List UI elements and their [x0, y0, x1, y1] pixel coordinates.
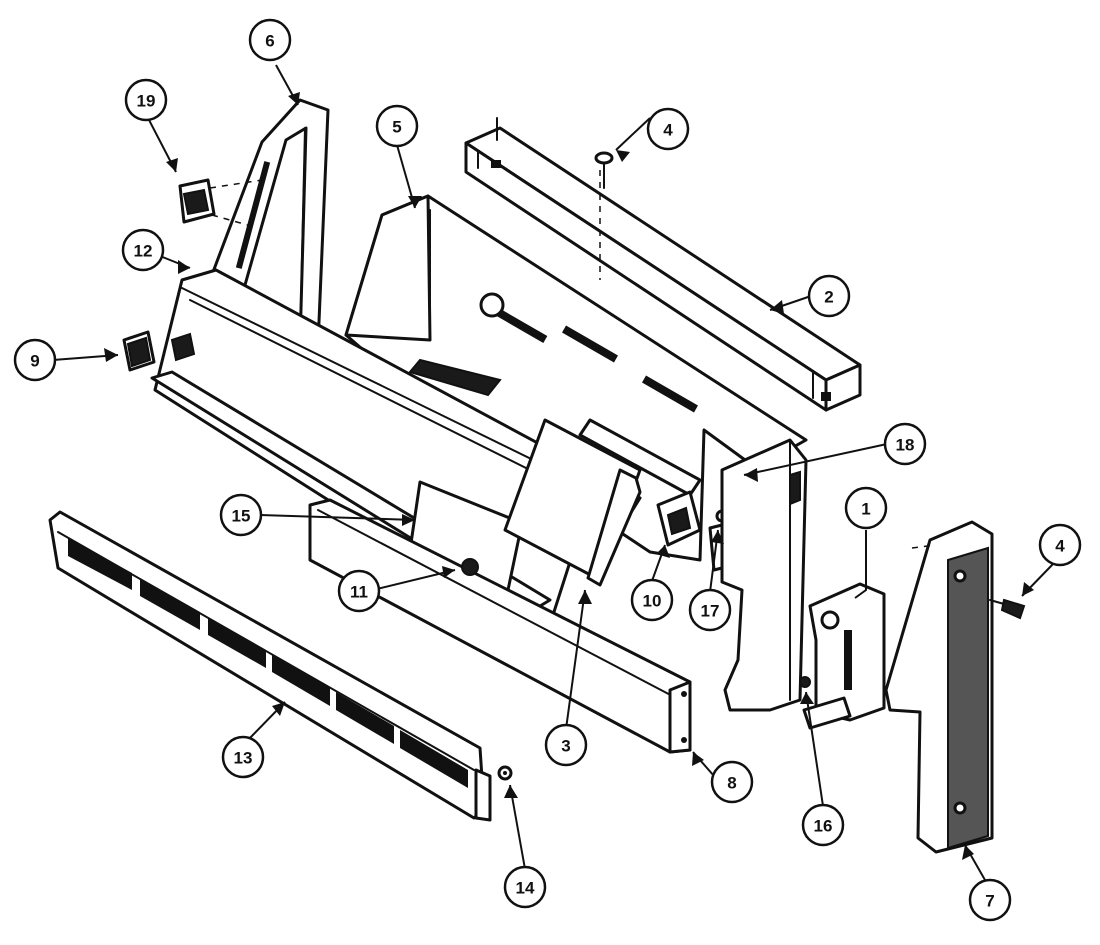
callout-4-right: 4 — [1038, 523, 1082, 567]
callout-10: 10 — [630, 578, 674, 622]
part-13-grille — [48, 510, 492, 822]
part-14-screw — [497, 765, 513, 781]
part-4-screw-top — [594, 151, 614, 189]
callout-9: 9 — [13, 338, 57, 382]
callout-6: 6 — [248, 18, 292, 62]
part-11-knob — [461, 558, 479, 576]
callout-13-label: 13 — [234, 749, 253, 768]
part-top-rail — [464, 117, 862, 412]
callout-7-label: 7 — [985, 892, 994, 911]
part-4-screw-right — [989, 598, 1026, 620]
part-7-side-panel — [884, 520, 994, 854]
callout-11-label: 11 — [350, 583, 368, 602]
callout-5: 5 — [375, 104, 419, 148]
part-lower-strip — [308, 498, 692, 754]
callout-9-label: 9 — [30, 352, 39, 371]
callout-8: 8 — [710, 760, 754, 804]
callout-13: 13 — [221, 735, 265, 779]
callout-15-label: 15 — [232, 507, 251, 526]
callout-14: 14 — [503, 865, 547, 909]
part-9-indicator — [122, 330, 156, 372]
callout-4-top: 4 — [646, 107, 690, 151]
callout-12-label: 12 — [134, 242, 153, 261]
callout-1: 1 — [844, 486, 888, 530]
callout-3: 3 — [544, 723, 588, 767]
callout-6-label: 6 — [265, 32, 274, 51]
part-control-panel — [150, 268, 642, 642]
callout-14-label: 14 — [516, 879, 535, 898]
callout-2: 2 — [807, 274, 851, 318]
callout-19: 19 — [124, 78, 168, 122]
callout-8-label: 8 — [727, 774, 736, 793]
part-16-screw — [799, 676, 811, 688]
part-19-switch — [178, 178, 263, 229]
callout-7: 7 — [968, 878, 1012, 922]
callout-2-label: 2 — [824, 288, 833, 307]
callout-3-label: 3 — [561, 737, 570, 756]
callout-15: 15 — [219, 493, 263, 537]
callout-17-label: 17 — [701, 602, 720, 621]
callout-5-label: 5 — [392, 118, 401, 137]
callout-17: 17 — [688, 588, 732, 632]
part-rear-side-frame — [720, 438, 808, 712]
callout-16-label: 16 — [814, 817, 833, 836]
part-1-hinge — [802, 582, 886, 730]
callout-11: 11 — [337, 569, 381, 613]
callout-1-label: 1 — [861, 500, 870, 519]
leader-arrowheads — [104, 92, 1034, 860]
callout-4-right-label: 4 — [1055, 537, 1065, 556]
callout-19-label: 19 — [137, 92, 156, 111]
callout-18-label: 18 — [896, 436, 915, 455]
part-3-bracket — [586, 468, 642, 587]
callout-12: 12 — [121, 228, 165, 272]
part-10-switch — [656, 490, 702, 547]
callout-18: 18 — [883, 422, 927, 466]
callout-16: 16 — [801, 803, 845, 847]
callout-4-top-label: 4 — [663, 121, 673, 140]
callout-10-label: 10 — [643, 592, 662, 611]
